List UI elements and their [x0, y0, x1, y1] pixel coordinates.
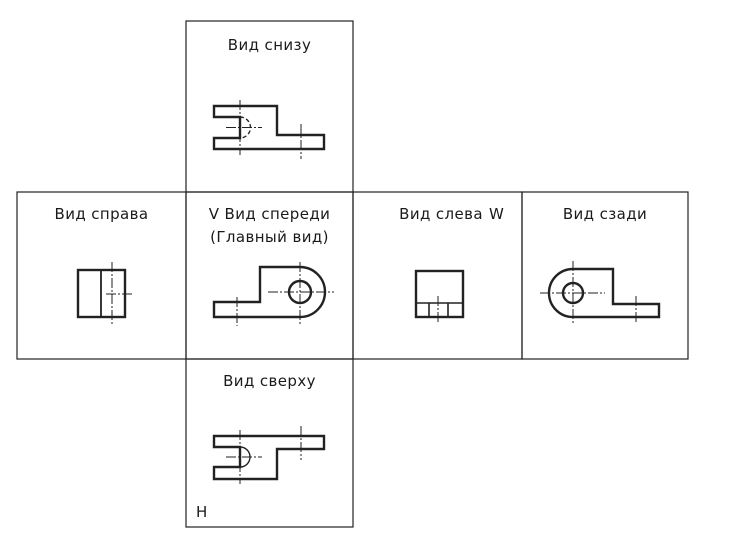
bottom-view-label: Вид снизу — [227, 36, 312, 54]
front-view-drawing — [212, 262, 334, 326]
back-view-frame — [521, 191, 689, 360]
bottom-view-drawing — [212, 100, 326, 159]
front-view-label: V Вид спереди — [208, 205, 331, 223]
back-view-drawing — [540, 261, 661, 325]
top-view-frame — [185, 358, 354, 528]
front-view-sublabel: (Главный вид) — [210, 228, 329, 246]
left-view-drawing — [414, 269, 465, 323]
right-view-drawing — [76, 262, 132, 326]
top-view-label: Вид сверху — [223, 372, 316, 390]
top-view-plane-letter: H — [196, 503, 208, 521]
top-view-drawing — [212, 426, 326, 484]
left-view-label: Вид слева — [399, 205, 483, 223]
left-view-plane-letter: W — [489, 205, 505, 223]
back-view-label: Вид сзади — [562, 205, 648, 223]
right-view-label: Вид справа — [54, 205, 149, 223]
